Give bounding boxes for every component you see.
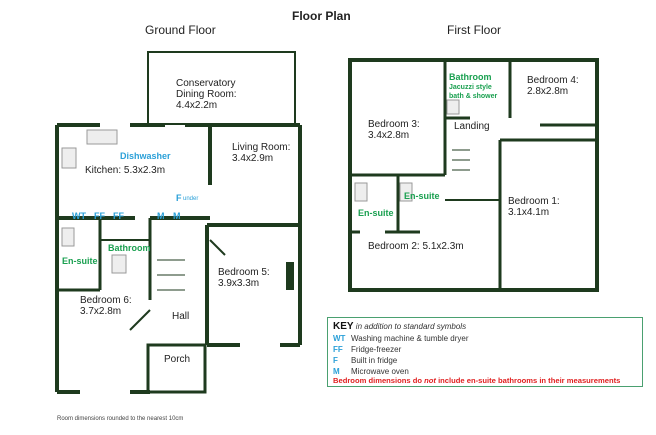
room-hall: Hall (172, 311, 190, 322)
room-bedroom1-dimensions: 3.1x4.1m (508, 207, 550, 218)
room-bedroom4-label: Bedroom 4: (527, 75, 579, 86)
room-living-label: Living Room: (232, 142, 291, 153)
key-label: Fridge-freezer (351, 345, 402, 354)
ensuite-label: En-suite (358, 208, 394, 218)
bathroom-label: Bathroom (108, 243, 151, 253)
ensuite-label: En-suite (62, 256, 98, 266)
ensuite-label: En-suite (404, 191, 440, 201)
room-living-dimensions: 3.4x2.9m (232, 153, 274, 164)
footer-note: Room dimensions rounded to the nearest 1… (57, 416, 184, 422)
key-note-part: Bedroom dimensions do (333, 376, 425, 385)
room-dimensions: 4.4x2.2m (176, 100, 218, 111)
fridge-label: F (176, 193, 182, 203)
key-note-emphasis: not (424, 376, 436, 385)
ground-floor-walls (55, 51, 302, 394)
microwave-label: M (157, 211, 165, 221)
room-bedroom1-label: Bedroom 1: (508, 196, 560, 207)
room-bedroom5-label: Bedroom 5: (218, 267, 270, 278)
room-bedroom3-label: Bedroom 3: (368, 119, 420, 130)
dishwasher-label: Dishwasher (120, 151, 171, 161)
room-label: Dining Room: (176, 89, 237, 100)
bathroom-note: Jacuzzi style (449, 84, 492, 91)
sink (86, 129, 118, 145)
room-bedroom6-dimensions: 3.7x2.8m (80, 306, 122, 317)
first-floor-walls (348, 58, 599, 292)
key-label: Built in fridge (351, 356, 398, 365)
room-bedroom4-dimensions: 2.8x2.8m (527, 86, 569, 97)
key-subtitle: in addition to standard symbols (355, 322, 467, 331)
first-bathroom-label: Bathroom (449, 72, 492, 82)
wt-label: WT (72, 211, 86, 221)
key-note-part: include en-suite bathrooms in their meas… (435, 376, 621, 385)
room-bedroom5-dimensions: 3.9x3.3m (218, 278, 260, 289)
fixtures (61, 99, 460, 274)
page-title: Floor Plan (292, 9, 351, 23)
under-label: under (183, 196, 199, 202)
key-label: Microwave oven (351, 367, 409, 376)
key-code: M (333, 367, 340, 376)
ff-label: FF (113, 211, 124, 221)
room-landing: Landing (454, 121, 490, 132)
key-code: FF (333, 345, 343, 354)
bathroom-note: bath & shower (449, 93, 498, 100)
room-porch: Porch (164, 354, 191, 365)
key-code: F (333, 356, 338, 365)
room-bedroom3-dimensions: 3.4x2.8m (368, 130, 410, 141)
ground-floor-heading: Ground Floor (145, 23, 216, 37)
room-bedroom2: Bedroom 2: 5.1x2.3m (368, 241, 464, 252)
key-code: WT (333, 334, 346, 343)
first-floor-heading: First Floor (447, 23, 501, 37)
key-note: Bedroom dimensions do not include en-sui… (333, 376, 620, 385)
room-label: Conservatory (176, 78, 236, 89)
microwave-label: M (173, 211, 181, 221)
key-label: Washing machine & tumble dryer (351, 334, 469, 343)
room-bedroom6-label: Bedroom 6: (80, 295, 132, 306)
ff-label: FF (94, 211, 105, 221)
room-kitchen: Kitchen: 5.3x2.3m (85, 165, 166, 176)
key-title: KEY (333, 321, 354, 332)
key-legend: KEY in addition to standard symbols WT Wa… (327, 317, 643, 387)
hob (61, 147, 77, 169)
